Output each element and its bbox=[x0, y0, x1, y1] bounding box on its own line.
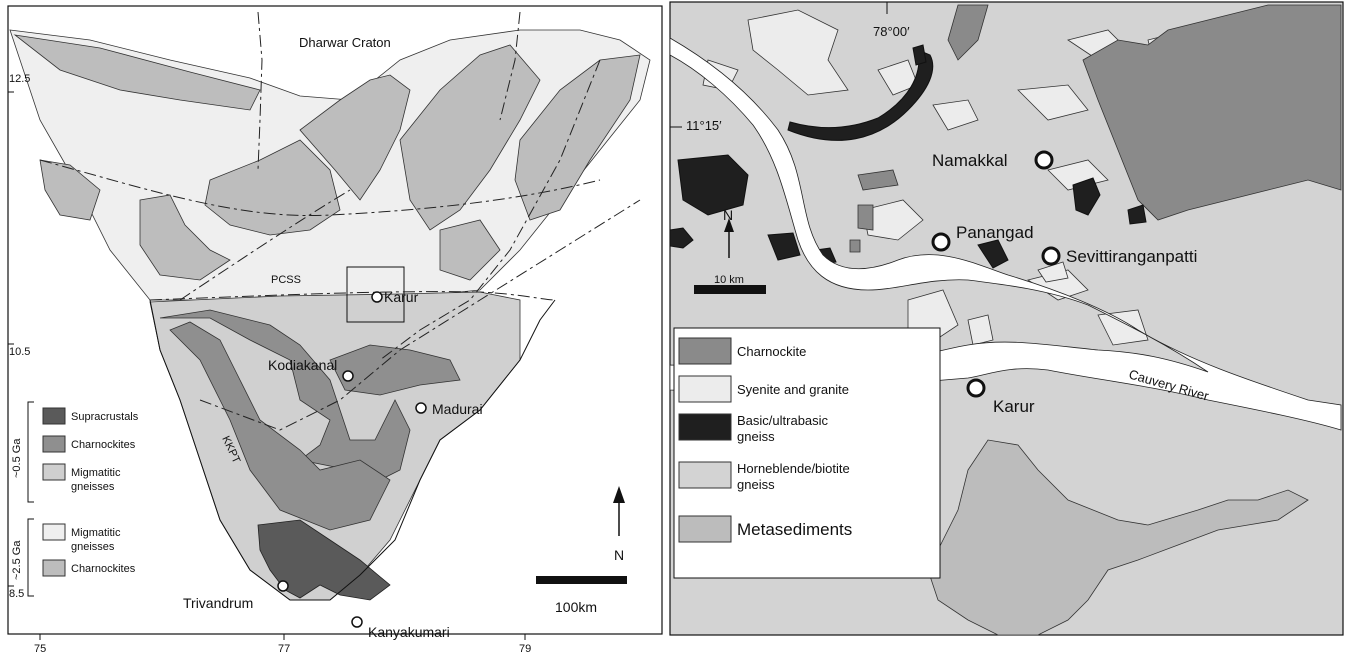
unit-charnockite-small1 bbox=[857, 169, 899, 191]
unit-old-charnockite-w bbox=[39, 159, 101, 221]
unit-old-charnockite-ne1 bbox=[399, 44, 541, 231]
label-longitude: 78°00′ bbox=[873, 24, 910, 39]
svg-text:N: N bbox=[614, 547, 624, 563]
shear-zone-lines bbox=[39, 11, 641, 431]
svg-text:79: 79 bbox=[519, 643, 531, 655]
longitude-ticks: 75 77 79 bbox=[34, 634, 531, 655]
local-north-arrow: N bbox=[723, 207, 734, 258]
unit-charnockite-ne bbox=[1082, 4, 1342, 221]
unit-young-charnockite-south bbox=[169, 321, 391, 531]
svg-text:Namakkal: Namakkal bbox=[932, 151, 1008, 170]
svg-text:Panangad: Panangad bbox=[956, 223, 1034, 242]
svg-text:Kodiakanal: Kodiakanal bbox=[268, 357, 337, 373]
svg-text:Horneblende/biotite: Horneblende/biotite bbox=[737, 461, 850, 476]
svg-text:Syenite and granite: Syenite and granite bbox=[737, 382, 849, 397]
unit-old-charnockite-sw bbox=[139, 194, 231, 281]
coastline bbox=[149, 299, 556, 601]
svg-text:Basic/ultrabasic: Basic/ultrabasic bbox=[737, 413, 829, 428]
svg-text:Kanyakumari: Kanyakumari bbox=[368, 624, 450, 640]
svg-text:Karur: Karur bbox=[993, 397, 1035, 416]
scale-bar: 100km bbox=[536, 576, 627, 615]
city-panangad: Panangad bbox=[931, 223, 1034, 252]
svg-text:gneisses: gneisses bbox=[71, 481, 115, 493]
unit-old-charnockite-nw bbox=[13, 34, 261, 111]
svg-text:77: 77 bbox=[278, 643, 290, 655]
svg-text:Migmatitic: Migmatitic bbox=[71, 467, 121, 479]
svg-text:Trivandrum: Trivandrum bbox=[183, 595, 253, 611]
city-karur-local: Karur bbox=[966, 378, 1035, 416]
svg-text:Metasediments: Metasediments bbox=[737, 520, 852, 539]
unit-metasediments bbox=[927, 439, 1309, 636]
study-area-box bbox=[346, 266, 405, 323]
svg-text:gneiss: gneiss bbox=[737, 477, 775, 492]
unit-charnockite-small2 bbox=[857, 204, 874, 231]
city-namakkal: Namakkal bbox=[932, 150, 1054, 170]
unit-basic-ultrabasic-gneiss bbox=[669, 44, 1147, 269]
svg-text:Charnockites: Charnockites bbox=[71, 439, 136, 451]
svg-text:gneiss: gneiss bbox=[737, 429, 775, 444]
city-kanyakumari: Kanyakumari bbox=[351, 616, 450, 640]
unit-young-charnockite-east bbox=[329, 344, 461, 396]
unit-young-charnockite-kkpt bbox=[159, 309, 411, 481]
svg-text:10 km: 10 km bbox=[714, 274, 744, 286]
svg-text:Karur: Karur bbox=[384, 289, 419, 305]
unit-charnockite-small3 bbox=[849, 239, 861, 253]
local-geologic-map: 78°00′ 11°15′ Namakkal Panangad Sevittir… bbox=[668, 0, 1351, 659]
label-dharwar-craton: Dharwar Craton bbox=[299, 35, 391, 50]
svg-text:Madurai: Madurai bbox=[432, 401, 483, 417]
unit-old-charnockite-c bbox=[204, 139, 341, 236]
label-latitude: 11°15′ bbox=[686, 118, 722, 133]
svg-text:75: 75 bbox=[34, 643, 46, 655]
unit-charnockite-n bbox=[947, 4, 989, 61]
svg-text:Migmatitic: Migmatitic bbox=[71, 527, 121, 539]
unit-supracrustals bbox=[257, 519, 391, 601]
city-sevittiranganpatti: Sevittiranganpatti bbox=[1041, 246, 1197, 266]
unit-old-charnockite-ne2 bbox=[514, 54, 641, 221]
svg-text:~2.5 Ga: ~2.5 Ga bbox=[11, 540, 23, 580]
city-kodiakanal: Kodiakanal bbox=[268, 357, 354, 382]
local-map-canvas: 78°00′ 11°15′ Namakkal Panangad Sevittir… bbox=[669, 1, 1344, 636]
svg-text:Charnockites: Charnockites bbox=[71, 563, 136, 575]
svg-text:Charnockite: Charnockite bbox=[737, 344, 806, 359]
svg-text:10.5: 10.5 bbox=[9, 346, 30, 358]
local-legend: Charnockite Syenite and granite Basic/ul… bbox=[673, 327, 941, 579]
svg-text:100km: 100km bbox=[555, 599, 597, 615]
svg-text:8.5: 8.5 bbox=[9, 588, 24, 600]
svg-text:gneisses: gneisses bbox=[71, 541, 115, 553]
svg-text:Supracrustals: Supracrustals bbox=[71, 411, 139, 423]
north-arrow: N bbox=[613, 486, 625, 563]
regional-legend: ~0.5 Ga Supracrustals Charnockites Migma… bbox=[11, 401, 139, 597]
label-pcss: PCSS bbox=[271, 274, 301, 286]
svg-text:Sevittiranganpatti: Sevittiranganpatti bbox=[1066, 247, 1197, 266]
svg-text:~0.5 Ga: ~0.5 Ga bbox=[11, 438, 23, 478]
unit-old-charnockite-e bbox=[439, 219, 501, 281]
regional-geologic-map: Dharwar Craton PCSS KKPT Karur Kodiakana… bbox=[0, 0, 670, 659]
latitude-ticks: 12.5 10.5 8.5 bbox=[8, 73, 30, 600]
unit-old-charnockite-n bbox=[299, 74, 411, 201]
city-madurai: Madurai bbox=[415, 401, 483, 417]
svg-text:12.5: 12.5 bbox=[9, 73, 30, 85]
city-trivandrum: Trivandrum bbox=[183, 580, 289, 611]
local-scale-bar: 10 km bbox=[694, 274, 766, 294]
city-karur: Karur bbox=[371, 289, 419, 305]
svg-text:N: N bbox=[723, 207, 733, 223]
regional-map-canvas: Dharwar Craton PCSS KKPT Karur Kodiakana… bbox=[7, 5, 663, 655]
